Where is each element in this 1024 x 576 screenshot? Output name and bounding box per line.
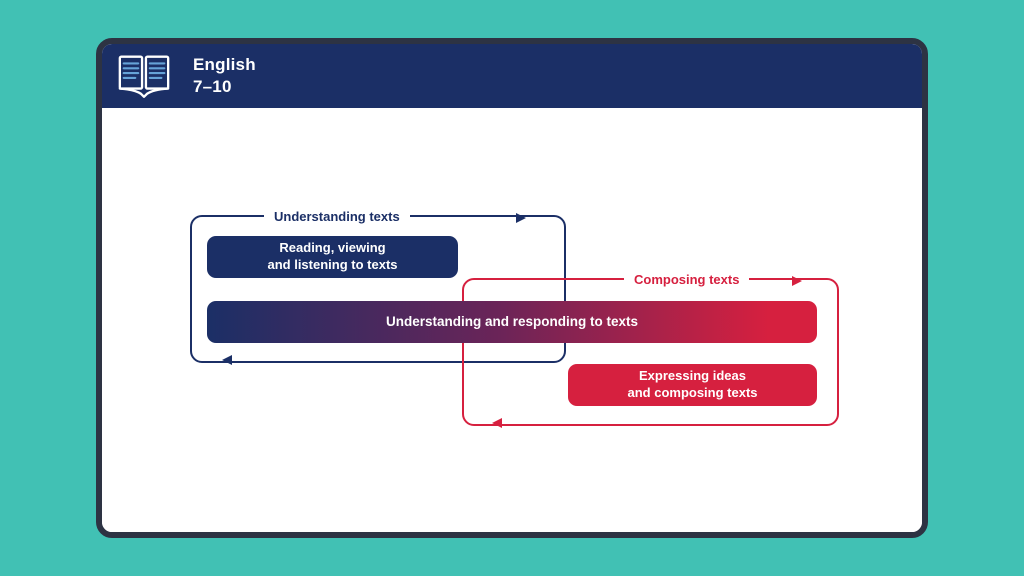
loop-label-composing-texts: Composing texts (624, 271, 750, 287)
title-subject: English (193, 54, 256, 74)
box-text-line: and composing texts (627, 385, 758, 400)
box-text-line: Understanding and responding to texts (385, 314, 638, 330)
card-header: English 7–10 (102, 44, 922, 108)
box-expressing-composing: Expressing ideas and composing texts (568, 364, 817, 406)
box-text-line: and listening to texts (267, 257, 398, 272)
title-year-range: 7–10 (193, 77, 232, 96)
box-text-line: Expressing ideas (639, 368, 746, 384)
card-body: Understanding texts Composing texts Read… (102, 108, 922, 532)
loop-label-understanding-texts: Understanding texts (264, 208, 410, 224)
arrow-left-icon (222, 355, 232, 365)
loop-understanding-texts: Understanding texts (190, 208, 566, 365)
curriculum-card: English 7–10 Understanding texts Composi… (96, 38, 928, 538)
page-title: English 7–10 (193, 54, 256, 98)
arrow-right-icon (792, 276, 802, 286)
box-text-line: Reading, viewing (279, 240, 386, 256)
loop-composing-texts: Composing texts (462, 271, 839, 428)
arrow-right-icon (516, 213, 526, 223)
box-reading-viewing-listening: Reading, viewing and listening to texts (207, 236, 458, 278)
box-understanding-responding: Understanding and responding to texts (207, 301, 817, 343)
arrow-left-icon (492, 418, 502, 428)
open-book-icon (115, 53, 173, 99)
